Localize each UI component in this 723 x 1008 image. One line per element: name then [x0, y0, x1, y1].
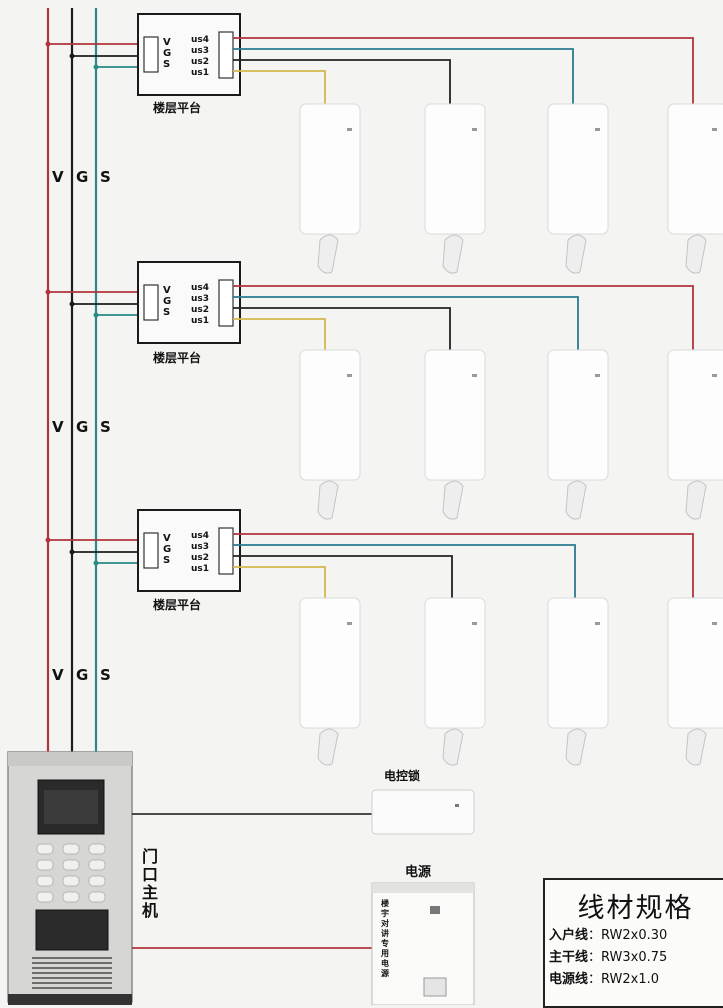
floor-2: V G S us4 us3 us2 us1 楼层平台 [46, 262, 723, 519]
terminal-us2: us2 [191, 553, 209, 563]
bus-label-s: S [100, 666, 111, 684]
bus-labels-3: V G S [52, 666, 111, 684]
terminal-g: G [163, 48, 171, 59]
bus-label-v: V [52, 418, 64, 436]
wire-spec-table: 线材规格 入户线：RW2x0.30 主干线：RW3x0.75 电源线：RW2x1… [543, 878, 723, 1008]
terminal-us2: us2 [191, 305, 209, 315]
indoor-phone [300, 350, 360, 519]
indoor-phone [425, 104, 485, 273]
terminal-s: S [163, 555, 170, 566]
bus-label-g: G [76, 666, 88, 684]
terminal-v: V [163, 533, 171, 544]
terminal-g: G [163, 296, 171, 307]
spec-sep: ： [588, 972, 601, 987]
floor-1: V G S us4 us3 us2 us1 楼层平台 [46, 14, 723, 273]
terminal-g: G [163, 544, 171, 555]
platform-title: 楼层平台 [153, 350, 201, 365]
bus-labels-1: V G S [52, 168, 111, 186]
indoor-phone [548, 598, 608, 765]
spec-title: 线材规格 [545, 886, 723, 925]
indoor-phone [300, 598, 360, 765]
spec-row-trunk: 主干线：RW3x0.75 [549, 947, 723, 969]
electric-lock [372, 790, 474, 834]
indoor-phone [668, 104, 723, 273]
bus-label-g: G [76, 418, 88, 436]
terminal-us1: us1 [191, 564, 209, 574]
terminal-us4: us4 [191, 531, 209, 541]
door-host-label-4: 机 [142, 901, 158, 920]
floor-3: V G S us4 us3 us2 us1 楼层平台 [46, 510, 723, 765]
terminal-us4: us4 [191, 283, 209, 293]
bus-label-v: V [52, 666, 64, 684]
spec-value: RW3x0.75 [601, 950, 667, 965]
spec-key: 电源线 [549, 972, 588, 987]
indoor-phone [548, 350, 608, 519]
door-host-label-1: 门 [142, 847, 158, 866]
power-body-label: 楼 [381, 898, 389, 908]
indoor-phone [425, 598, 485, 765]
spec-key: 主干线 [549, 950, 588, 965]
platform-title: 楼层平台 [153, 100, 201, 115]
power-body-label: 电 [381, 958, 389, 968]
power-body-label: 专 [381, 938, 389, 948]
terminal-s: S [163, 307, 170, 318]
door-host-panel [8, 752, 132, 1005]
terminal-us3: us3 [191, 542, 209, 552]
terminal-v: V [163, 37, 171, 48]
door-host-label-2: 口 [142, 865, 158, 884]
trunk-bus [48, 8, 96, 752]
bus-label-g: G [76, 168, 88, 186]
terminal-us3: us3 [191, 294, 209, 304]
power-label: 电源 [405, 864, 431, 880]
power-body-label: 用 [380, 949, 389, 958]
door-host-label-3: 主 [142, 883, 158, 902]
terminal-us2: us2 [191, 57, 209, 67]
power-body-label: 对 [381, 918, 389, 928]
spec-key: 入户线 [549, 928, 588, 943]
terminal-us1: us1 [191, 316, 209, 326]
lock-label: 电控锁 [384, 768, 420, 783]
platform-title: 楼层平台 [153, 597, 201, 612]
bus-labels-2: V G S [52, 418, 111, 436]
indoor-phone [668, 598, 723, 765]
power-body-label: 源 [381, 968, 389, 978]
indoor-phone [668, 350, 723, 519]
bus-label-s: S [100, 168, 111, 186]
bus-label-v: V [52, 168, 64, 186]
indoor-phone [425, 350, 485, 519]
spec-value: RW2x1.0 [601, 972, 659, 987]
terminal-us3: us3 [191, 46, 209, 56]
indoor-phone [548, 104, 608, 273]
spec-row-power: 电源线：RW2x1.0 [549, 969, 723, 991]
power-body-label: 讲 [381, 928, 389, 938]
power-body-label: 宇 [381, 908, 389, 918]
spec-value: RW2x0.30 [601, 928, 667, 943]
terminal-s: S [163, 59, 170, 70]
spec-row-household: 入户线：RW2x0.30 [549, 925, 723, 947]
spec-sep: ： [588, 950, 601, 965]
terminal-v: V [163, 285, 171, 296]
spec-sep: ： [588, 928, 601, 943]
indoor-phone [300, 104, 360, 273]
bus-label-s: S [100, 418, 111, 436]
terminal-us4: us4 [191, 35, 209, 45]
terminal-us1: us1 [191, 68, 209, 78]
